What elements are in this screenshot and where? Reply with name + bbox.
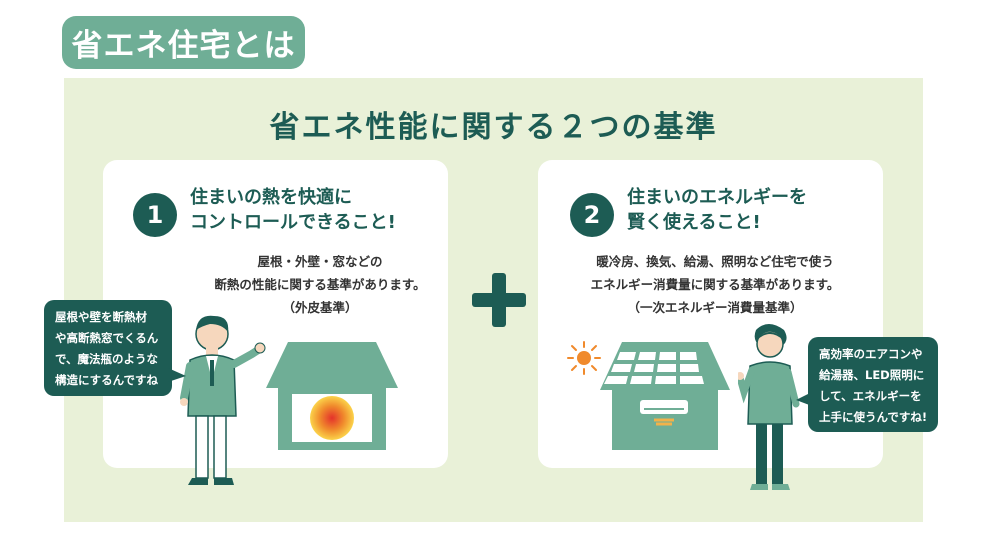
card-2-heading-line-1: 住まいのエネルギーを: [627, 187, 807, 208]
card-1-heading-line-1: 住まいの熱を快適に: [190, 187, 352, 208]
bubble-2-line-1: 高効率のエアコンや: [819, 347, 923, 361]
number-badge-1: 1: [133, 193, 177, 237]
card-2-body-line-2: エネルギー消費量に関する基準があります。: [590, 277, 840, 292]
woman-figure: [738, 324, 800, 490]
card-2-heading: 住まいのエネルギーを 賢く使えること!: [627, 185, 807, 235]
section-tag: 省エネ住宅とは: [62, 16, 305, 69]
insulated-house-icon: [266, 342, 398, 450]
bubble-1-line-2: や高断熱窓でくるん: [55, 331, 159, 345]
card-1-heading-line-2: コントロールできること!: [190, 212, 396, 233]
number-badge-2: 2: [570, 193, 614, 237]
card-2-body: 暖冷房、換気、給湯、照明など住宅で使う エネルギー消費量に関する基準があります。…: [560, 250, 870, 319]
card-1-body-line-1: 屋根・外壁・窓などの: [257, 254, 383, 269]
bubble-2-line-3: して、エネルギーを: [819, 389, 922, 403]
card-1-body-line-2: 断熱の性能に関する基準があります。: [214, 277, 426, 292]
bubble-1-line-3: で、魔法瓶のような: [55, 352, 159, 366]
bubble-1-line-1: 屋根や壁を断熱材: [55, 310, 147, 324]
card-2-body-line-3: （一次エネルギー消費量基準）: [627, 300, 803, 315]
card-1-body: 屋根・外壁・窓などの 断熱の性能に関する基準があります。 （外皮基準）: [205, 250, 435, 319]
bubble-2-line-2: 給湯器、LED照明に: [819, 368, 925, 382]
speech-bubble-2: 高効率のエアコンや 給湯器、LED照明に して、エネルギーを 上手に使うんですね…: [808, 337, 938, 432]
card-2-body-line-1: 暖冷房、換気、給湯、照明など住宅で使う: [596, 254, 834, 269]
card-1-heading: 住まいの熱を快適に コントロールできること!: [190, 185, 396, 235]
man-figure: [180, 315, 266, 485]
bubble-1-line-4: 構造にするんですね: [55, 373, 159, 387]
sun-icon: [567, 341, 601, 375]
plus-icon: [472, 273, 526, 327]
bubble-1-tail: [168, 368, 186, 382]
solar-house-icon: [600, 342, 730, 450]
panel-title: 省エネ性能に関する２つの基準: [269, 110, 718, 145]
card-1-body-line-3: （外皮基準）: [282, 300, 358, 315]
speech-bubble-1: 屋根や壁を断熱材 や高断熱窓でくるん で、魔法瓶のような 構造にするんですね: [44, 300, 172, 396]
bubble-2-line-4: 上手に使うんですね!: [819, 410, 928, 424]
card-2-heading-line-2: 賢く使えること!: [627, 212, 761, 233]
